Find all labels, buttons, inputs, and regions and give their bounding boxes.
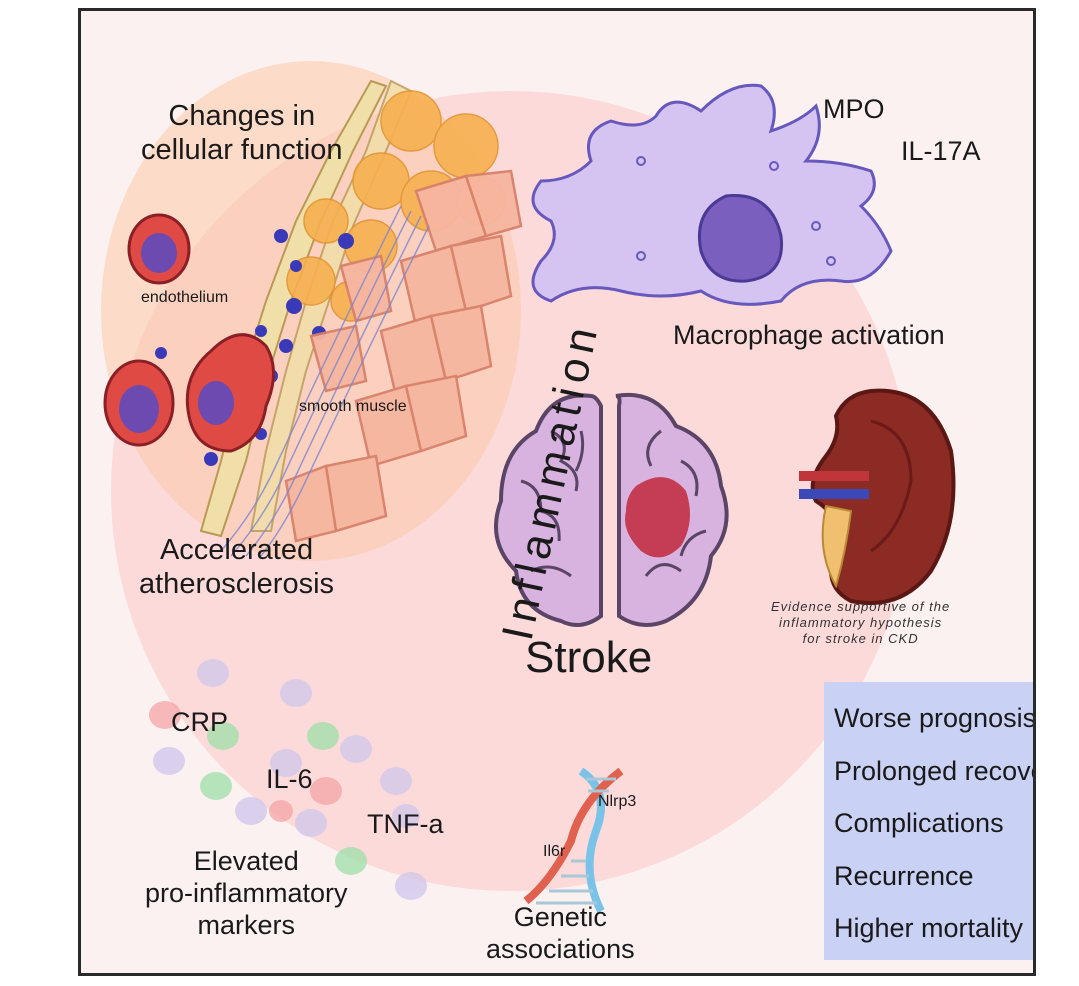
smooth-muscle-layer bbox=[284, 169, 523, 543]
label-il6: IL-6 bbox=[266, 764, 313, 794]
outcome-complications: Complications bbox=[834, 808, 1004, 838]
label-stroke: Stroke bbox=[525, 633, 653, 682]
label-changes-in-cellular-function: Changes in cellular function bbox=[141, 100, 343, 166]
label-tnfa: TNF-a bbox=[367, 809, 444, 839]
elastic-lamina bbox=[220, 205, 430, 557]
label-mpo: MPO bbox=[823, 94, 885, 124]
brain bbox=[494, 392, 729, 627]
label-accelerated-atherosclerosis: Accelerated atherosclerosis bbox=[139, 534, 335, 600]
illustration bbox=[101, 61, 956, 913]
kidney bbox=[799, 388, 956, 605]
outcome-recurrence: Recurrence bbox=[834, 860, 974, 891]
label-crp: CRP bbox=[171, 707, 229, 737]
infarct bbox=[625, 477, 690, 558]
label-elevated-markers: Elevated pro-inflammatory markers bbox=[145, 846, 348, 940]
outcomes-box: Worse prognosis Prolonged recovery Compl… bbox=[824, 682, 1036, 960]
renal-artery bbox=[799, 471, 869, 481]
label-il17a: IL-17A bbox=[901, 136, 981, 166]
label-il6r: Il6r bbox=[543, 843, 566, 860]
label-nlrp3: Nlrp3 bbox=[598, 793, 637, 810]
outcome-prolonged-recovery: Prolonged recovery bbox=[834, 755, 1033, 786]
inflammatory-cells bbox=[103, 213, 275, 453]
label-genetic-associations: Genetic associations bbox=[486, 902, 635, 964]
label-smooth-muscle: smooth muscle bbox=[299, 398, 407, 415]
label-macrophage-activation: Macrophage activation bbox=[673, 320, 945, 350]
outcome-higher-mortality: Higher mortality bbox=[834, 913, 1024, 943]
marker-blobs bbox=[149, 659, 427, 900]
dna-helix bbox=[523, 767, 624, 913]
label-endothelium: endothelium bbox=[141, 289, 229, 306]
figure-frame: Changes in cellular function endothelium… bbox=[78, 8, 1036, 976]
label-evidence-caption: Evidence supportive of the inflammatory … bbox=[771, 599, 951, 646]
outcome-worse-prognosis: Worse prognosis bbox=[834, 703, 1036, 733]
macrophage bbox=[531, 83, 893, 306]
ureter bbox=[821, 504, 853, 589]
renal-vein bbox=[799, 489, 869, 499]
